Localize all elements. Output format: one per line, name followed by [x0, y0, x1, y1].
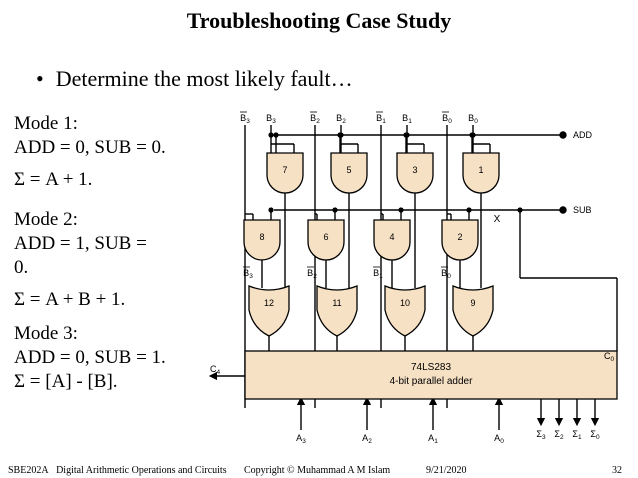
fault-mark: X [494, 214, 501, 225]
a-input-label-A3: A3 [296, 433, 306, 443]
or-gate-label-11: 11 [332, 298, 341, 308]
adder-desc-label: 4-bit parallel adder [390, 376, 473, 387]
inverted-label-B1: B1 [373, 268, 383, 280]
junction-dot [268, 132, 274, 138]
a-input-label-A0: A0 [494, 433, 504, 443]
slide-title: Troubleshooting Case Study [186, 8, 452, 33]
junction-dot [466, 207, 472, 213]
and-gate-3 [396, 152, 434, 194]
and-gate-8 [243, 219, 281, 261]
sum-output-label-1: Σ2 [554, 429, 564, 441]
junction-dot [403, 132, 409, 138]
and-gate-label-1: 1 [478, 165, 483, 175]
junction-dot [517, 207, 523, 213]
sum-output-label-2: Σ1 [572, 429, 582, 441]
mode2-label: Mode 2: [14, 209, 78, 230]
or-gate-12 [248, 285, 290, 337]
input-label-B0: B0 [468, 113, 478, 125]
footer-course-code: SBE202A [8, 465, 49, 476]
mode3-inputs: ADD = 0, SUB = 1. [14, 347, 166, 368]
input-label-B2: B2 [310, 113, 320, 125]
mode1-inputs: ADD = 0, SUB = 0. [14, 137, 166, 158]
bullet-text: Determine the most likely fault… [55, 66, 353, 91]
input-label-B1: B1 [376, 113, 386, 125]
input-label-B0: B0 [442, 113, 452, 125]
or-gate-label-10: 10 [400, 298, 410, 308]
junction-dot [273, 132, 279, 138]
input-label-B1: B1 [402, 113, 412, 125]
and-gate-label-8: 8 [259, 232, 264, 242]
and-gate-1 [462, 152, 500, 194]
a-input-label-A2: A2 [362, 433, 372, 443]
inverted-label-B3: B3 [243, 268, 253, 280]
adder-part-label: 74LS283 [411, 362, 451, 373]
add-terminal [559, 131, 567, 139]
footer-course: SBE202A Digital Arithmetic Operations an… [8, 465, 227, 476]
mode1-sum: Σ = A + 1. [14, 169, 93, 190]
input-label-B3: B3 [266, 113, 276, 125]
add-label: ADD [573, 130, 593, 140]
sub-label: SUB [573, 205, 592, 215]
mode3-label: Mode 3: [14, 323, 78, 344]
sub-terminal [559, 206, 567, 214]
or-gate-label-9: 9 [470, 298, 475, 308]
carry-in-label: C0 [604, 351, 615, 363]
mode3-sum: Σ = [A] - [B]. [14, 371, 118, 392]
junction-dot [469, 132, 475, 138]
or-gate-9 [452, 285, 494, 337]
adder-block [244, 350, 618, 400]
inverted-label-B0: B0 [441, 268, 451, 280]
and-gate-label-4: 4 [389, 232, 394, 242]
and-gate-label-3: 3 [412, 165, 417, 175]
footer-topic: Digital Arithmetic Operations and Circui… [56, 465, 227, 476]
footer-page: 32 [612, 465, 622, 476]
and-gate-4 [373, 219, 411, 261]
junction-dot [398, 207, 404, 213]
and-gate-5 [330, 152, 368, 194]
and-gate-2 [441, 219, 479, 261]
sum-output-label-0: Σ3 [536, 429, 546, 441]
and-gate-label-7: 7 [282, 165, 287, 175]
and-gate-label-2: 2 [457, 232, 462, 242]
bullet-dot: • [36, 66, 44, 91]
mode1-label: Mode 1: [14, 113, 78, 134]
a-input-label-A1: A1 [428, 433, 438, 443]
and-gate-6 [307, 219, 345, 261]
modes-panel: Mode 1: ADD = 0, SUB = 0. Σ = A + 1. Mod… [14, 112, 199, 394]
footer-copyright: Copyright © Muhammad A M Islam [244, 465, 391, 476]
sum-output-label-3: Σ0 [590, 429, 600, 441]
and-gate-7 [266, 152, 304, 194]
junction-dot [332, 207, 338, 213]
bullet-item: • Determine the most likely fault… [36, 66, 353, 92]
and-gate-label-5: 5 [346, 165, 351, 175]
input-label-B3: B3 [240, 113, 250, 125]
mode2-sum: Σ = A + B + 1. [14, 289, 126, 310]
or-gate-label-12: 12 [264, 298, 274, 308]
and-gate-label-6: 6 [323, 232, 328, 242]
or-gate-10 [384, 285, 426, 337]
junction-dot [337, 132, 343, 138]
junction-dot [268, 207, 274, 213]
or-gate-11 [316, 285, 358, 337]
mode2-inputs-line1: ADD = 1, SUB = [14, 233, 147, 254]
mode2-inputs-line2: 0. [14, 257, 29, 278]
inverted-label-B2: B2 [307, 268, 317, 280]
footer-date: 9/21/2020 [426, 465, 467, 476]
input-label-B2: B2 [336, 113, 346, 125]
carry-out-label: C4 [210, 364, 221, 376]
